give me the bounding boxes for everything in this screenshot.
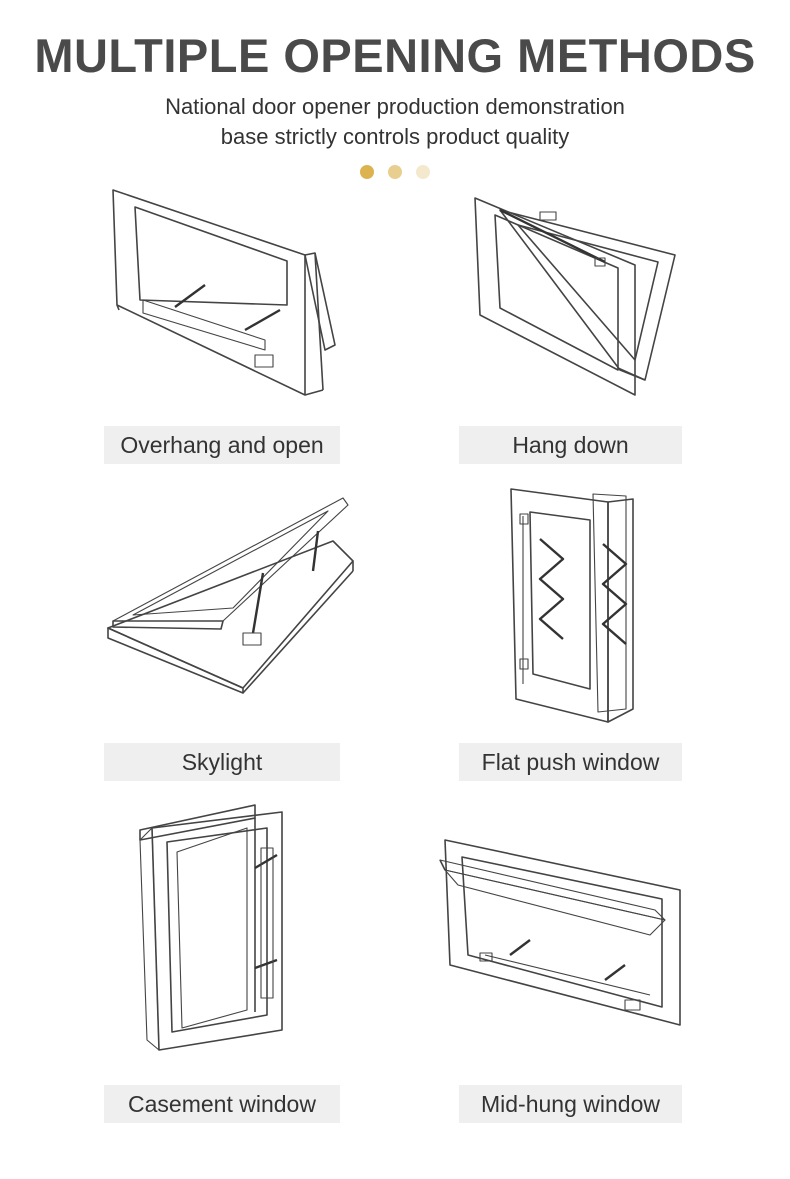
page-subtitle: National door opener production demonstr… [0,92,790,152]
label-text: Casement window [128,1091,316,1117]
label-text: Mid-hung window [481,1091,660,1117]
decorative-dots [0,165,790,179]
page-title: MULTIPLE OPENING METHODS [34,29,756,82]
hang-down-window-illustration [470,190,685,400]
label-mid-hung-window: Mid-hung window [459,1085,682,1123]
label-text: Skylight [181,749,263,775]
label-text: Flat push window [481,749,660,775]
subtitle-line-2: base strictly controls product quality [220,124,570,149]
label-casement-window: Casement window [104,1085,340,1123]
mid-hung-window-illustration [439,835,685,1030]
label-overhang-and-open: Overhang and open [104,426,340,464]
label-flat-push-window: Flat push window [459,743,682,781]
casement-window-illustration [137,800,292,1055]
dot-1 [360,165,374,179]
subtitle-line-1: National door opener production demonstr… [165,94,625,119]
label-skylight: Skylight [104,743,340,781]
overhang-window-illustration [105,185,345,400]
label-text: Overhang and open [120,432,324,458]
dot-3 [416,165,430,179]
dot-2 [388,165,402,179]
label-hang-down: Hang down [459,426,682,464]
skylight-window-illustration [103,493,358,694]
flat-push-window-illustration [508,484,638,729]
label-text: Hang down [512,432,629,458]
